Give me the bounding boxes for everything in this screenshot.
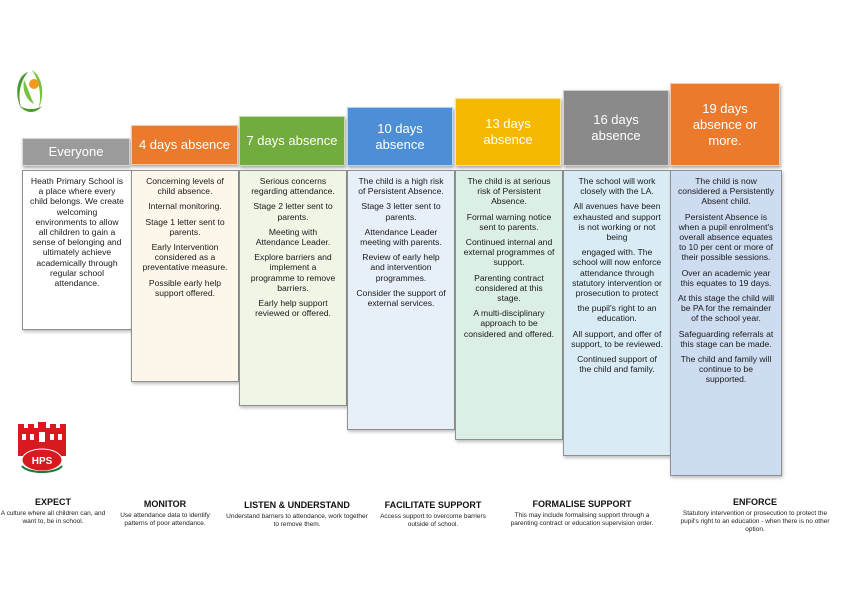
column-text: the pupil's right to an education. [577,303,657,324]
column-text: Early help support reviewed or offered. [255,298,331,319]
caption-text: Statutory intervention or prosecution to… [680,510,830,533]
column-body: The child is at serious risk of Persiste… [455,170,563,440]
column-text: The child is a high risk of Persistent A… [358,176,444,197]
column-text: A multi-disciplinary approach to be cons… [463,308,555,339]
column-text: Review of early help and intervention pr… [362,252,440,283]
column-text: Continued internal and external programm… [463,237,555,268]
caption-title: LISTEN & UNDERSTAND [244,500,350,510]
column-text: Stage 1 letter sent to parents. [145,216,225,237]
column-header: 7 days absence [239,116,345,166]
column-body: The child is a high risk of Persistent A… [347,170,455,430]
caption-enforce: ENFORCE Statutory intervention or prosec… [670,497,840,537]
crest-text: HPS [32,456,53,467]
column-text: Formal warning notice sent to parents. [466,211,552,232]
column-header: 4 days absence [131,125,238,165]
caption-title: FACILITATE SUPPORT [384,500,482,510]
column-header: 10 days absence [347,107,453,166]
caption-expect: EXPECT A culture where all children can,… [0,497,128,526]
column-text: Internal monitoring. [148,201,222,212]
caption-facilitate-support: FACILITATE SUPPORT Access support to ove… [358,500,508,529]
column-text: Attendance Leader meeting with parents. [360,226,442,248]
column-body: Concerning levels of child absence. Inte… [131,170,239,382]
column-text: At this stage the child will be PA for t… [678,293,775,324]
column-header: 16 days absence [563,90,669,166]
column-text: Safeguarding referrals at this stage can… [678,328,774,349]
column-text: The child is now considered a Persistent… [678,176,775,207]
column-text: All avenues have been exhausted and supp… [573,201,661,243]
column-body: The school will work closely with the LA… [563,170,671,456]
caption-title: ENFORCE [732,497,777,507]
column-body: Serious concerns regarding attendance. S… [239,170,347,406]
column-text: Consider the support of external service… [356,287,446,309]
column-text: Continued support of the child and famil… [577,354,657,375]
column-header: 13 days absence [455,98,561,166]
column-body: Heath Primary School is a place where ev… [22,170,132,330]
caption-monitor: MONITOR Use attendance data to identify … [90,499,240,528]
caption-formalise-support: FORMALISE SUPPORT This may include forma… [492,499,672,528]
column-body: The child is now considered a Persistent… [670,170,782,476]
column-text: engaged with. The school will now enforc… [572,247,662,299]
caption-title: FORMALISE SUPPORT [532,499,632,509]
column-header: 19 days absence or more. [670,83,780,166]
column-text: The school will work closely with the LA… [578,176,656,197]
column-text: Parenting contract considered at this st… [474,272,544,304]
school-crest-icon: HPS [18,422,66,473]
caption-title: MONITOR [143,499,187,509]
column-text: Early Intervention considered as a preve… [142,242,228,273]
caption-text: Access support to overcome barriers outs… [380,513,486,528]
column-text: Persistent Absence is when a pupil enrol… [678,211,774,263]
column-header: Everyone [22,138,130,166]
column-text: Over an academic year this equates to 19… [680,267,772,288]
column-text: Possible early help support offered. [148,277,222,298]
column-text: The child is at serious risk of Persiste… [467,176,551,207]
caption-listen-understand: LISTEN & UNDERSTAND Understand barriers … [222,500,372,529]
column-text: Explore barriers and implement a program… [250,252,336,293]
column-text: Concerning levels of child absence. [146,176,224,197]
caption-text: This may include formalising support thr… [510,512,654,527]
column-text: Serious concerns regarding attendance. [251,176,335,197]
column-text: Heath Primary School is a place where ev… [30,176,124,289]
column-text: Stage 3 letter sent to parents. [361,201,441,222]
column-text: Meeting with Attendance Leader. [255,226,331,248]
column-text: The child and family will continue to be… [680,354,772,385]
caption-text: A culture where all children can, and wa… [0,510,106,525]
school-logo-icon [17,70,43,112]
caption-text: Understand barriers to attendance, work … [226,513,368,528]
caption-title: EXPECT [34,497,71,507]
column-text: Stage 2 letter sent to parents. [253,201,333,222]
column-text: All support, and offer of support, to be… [571,328,663,349]
caption-text: Use attendance data to identify patterns… [120,512,210,527]
